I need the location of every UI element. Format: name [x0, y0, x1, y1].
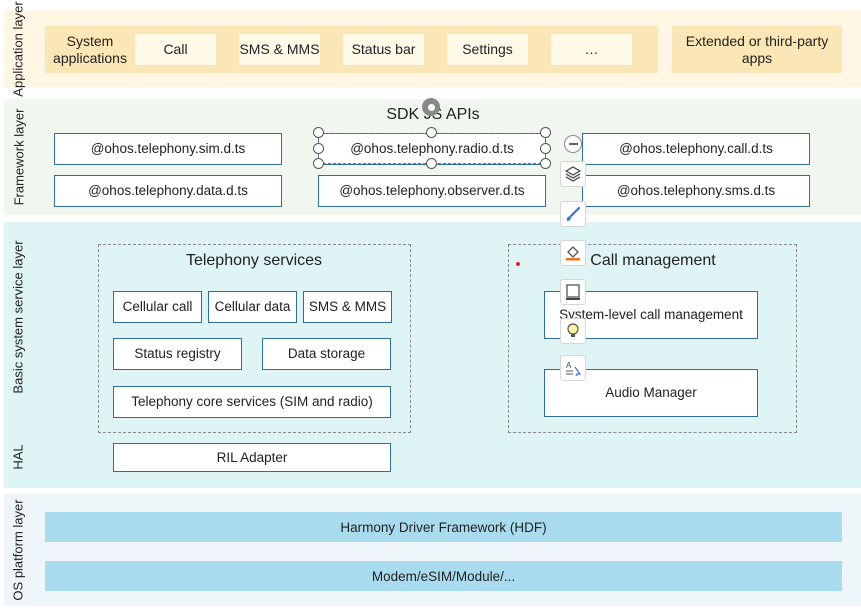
- cellular-data-box[interactable]: Cellular data: [208, 291, 297, 323]
- api-call[interactable]: @ohos.telephony.call.d.ts: [582, 133, 810, 165]
- framework-layer-label: Framework layer: [11, 108, 27, 206]
- modem-band[interactable]: Modem/eSIM/Module/...: [45, 561, 842, 591]
- app-sms-mms[interactable]: SMS & MMS: [239, 34, 320, 65]
- data-storage-box[interactable]: Data storage: [262, 338, 391, 370]
- api-data[interactable]: @ohos.telephony.data.d.ts: [54, 175, 282, 207]
- resize-handle-e[interactable]: [540, 143, 551, 154]
- call-management-title: Call management: [590, 252, 716, 269]
- os-layer-label: OS platform layer: [11, 499, 26, 601]
- resize-handle-w[interactable]: [313, 143, 324, 154]
- api-sim[interactable]: @ohos.telephony.sim.d.ts: [54, 133, 282, 165]
- telephony-services-group: [98, 244, 411, 433]
- application-layer-label: Application layer: [11, 1, 27, 97]
- api-sms[interactable]: @ohos.telephony.sms.d.ts: [582, 175, 810, 207]
- app-extended-third-party[interactable]: Extended or third-party apps: [672, 26, 842, 73]
- layers-icon[interactable]: [560, 161, 586, 187]
- sms-mms-box[interactable]: SMS & MMS: [303, 291, 392, 323]
- app-system-applications[interactable]: System applications: [53, 33, 127, 66]
- telephony-services-title: Telephony services: [185, 252, 323, 269]
- brush-icon[interactable]: [560, 201, 586, 227]
- app-settings[interactable]: Settings: [447, 34, 528, 65]
- resize-handle-ne[interactable]: [540, 127, 551, 138]
- resize-handle-se[interactable]: [540, 158, 551, 169]
- cellular-call-box[interactable]: Cellular call: [113, 291, 202, 323]
- app-call[interactable]: Call: [135, 34, 216, 65]
- hal-layer-label: HAL: [10, 444, 26, 470]
- api-observer[interactable]: @ohos.telephony.observer.d.ts: [318, 175, 546, 207]
- call-management-group: [508, 244, 797, 433]
- minus-icon[interactable]: [564, 135, 582, 153]
- telephony-core-box[interactable]: Telephony core services (SIM and radio): [113, 386, 391, 418]
- fill-icon[interactable]: [560, 240, 586, 266]
- text-style-icon[interactable]: A: [560, 355, 586, 381]
- status-registry-box[interactable]: Status registry: [113, 338, 242, 370]
- lightbulb-icon[interactable]: [560, 318, 586, 344]
- ril-adapter-box[interactable]: RIL Adapter: [113, 443, 391, 472]
- red-dot: [516, 262, 520, 266]
- hdf-band[interactable]: Harmony Driver Framework (HDF): [45, 512, 842, 542]
- basic-layer-label: Basic system service layer: [11, 240, 26, 394]
- frame-icon[interactable]: [560, 279, 586, 305]
- app-more[interactable]: …: [551, 34, 632, 65]
- resize-handle-s[interactable]: [426, 158, 437, 169]
- app-status-bar[interactable]: Status bar: [343, 34, 424, 65]
- resize-handle-nw[interactable]: [313, 127, 324, 138]
- svg-text:A: A: [566, 361, 572, 370]
- resize-handle-sw[interactable]: [313, 158, 324, 169]
- rotate-handle[interactable]: [422, 98, 440, 116]
- resize-handle-n[interactable]: [426, 127, 437, 138]
